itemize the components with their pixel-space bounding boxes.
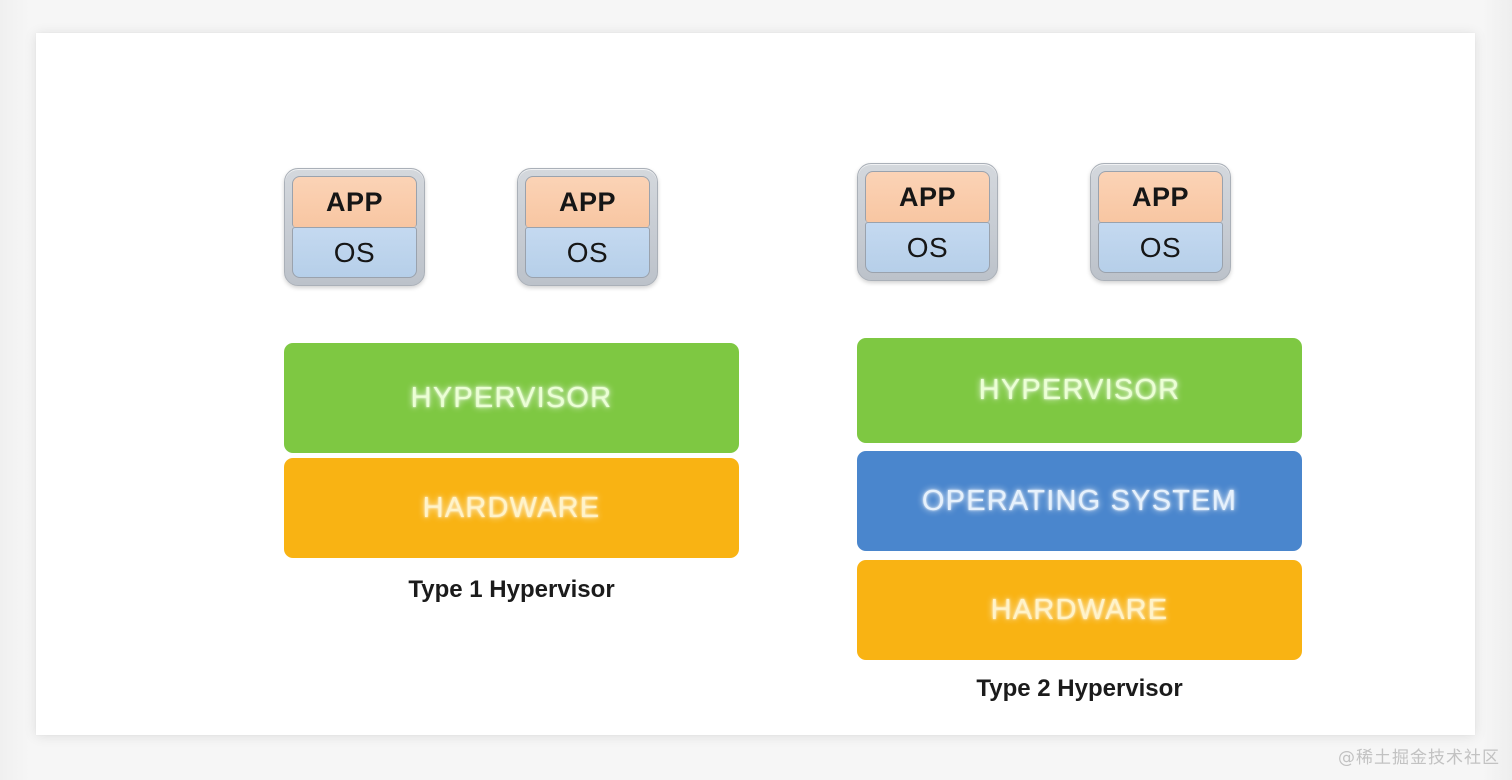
type1-hardware-bar[interactable]: HARDWARE bbox=[284, 458, 739, 558]
type1-caption: Type 1 Hypervisor bbox=[408, 576, 615, 603]
app-layer: APP bbox=[865, 171, 990, 222]
watermark-text: @稀土掘金技术社区 bbox=[1338, 748, 1500, 768]
app-layer: APP bbox=[1098, 171, 1223, 222]
type2-hypervisor-bar[interactable]: HYPERVISOR bbox=[857, 338, 1302, 443]
type1-vm-row: APP OS APP OS bbox=[284, 168, 739, 286]
type2-vm-1[interactable]: APP OS bbox=[857, 163, 998, 281]
os-layer: OS bbox=[865, 222, 990, 273]
type2-vm-row: APP OS APP OS bbox=[857, 163, 1302, 281]
app-layer: APP bbox=[525, 176, 650, 227]
diagram-card: APP OS APP OS HYPERVISOR HARDWARE Type 1… bbox=[36, 33, 1475, 735]
type1-hypervisor-bar[interactable]: HYPERVISOR bbox=[284, 343, 739, 453]
os-layer: OS bbox=[525, 227, 650, 278]
hypervisor-diagram: APP OS APP OS HYPERVISOR HARDWARE Type 1… bbox=[36, 33, 1475, 735]
app-layer: APP bbox=[292, 176, 417, 227]
type2-vm-2[interactable]: APP OS bbox=[1090, 163, 1231, 281]
type2-hardware-bar[interactable]: HARDWARE bbox=[857, 560, 1302, 660]
os-layer: OS bbox=[292, 227, 417, 278]
type2-caption: Type 2 Hypervisor bbox=[976, 675, 1183, 702]
type2-operating-system-bar[interactable]: OPERATING SYSTEM bbox=[857, 451, 1302, 551]
os-layer: OS bbox=[1098, 222, 1223, 273]
type1-vm-1[interactable]: APP OS bbox=[284, 168, 425, 286]
type1-vm-2[interactable]: APP OS bbox=[517, 168, 658, 286]
